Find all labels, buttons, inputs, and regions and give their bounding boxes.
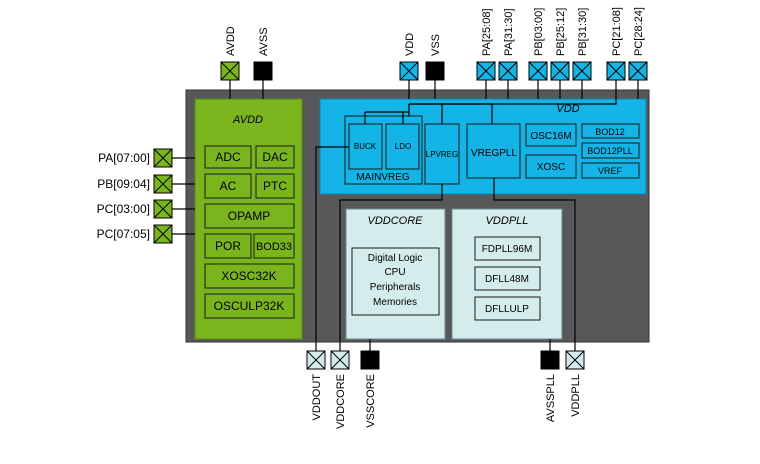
adc-label: ADC bbox=[215, 150, 241, 164]
dac-block bbox=[255, 145, 295, 169]
pb-09-04-pin bbox=[153, 174, 173, 194]
vss-pin-label: VSS bbox=[430, 34, 442, 56]
vregpll-block bbox=[466, 123, 521, 179]
osculp32k-label: OSCULP32K bbox=[214, 299, 285, 313]
pb-09-04-pin-label: PB[09:04] bbox=[97, 177, 150, 191]
pb-03-00-pin-label: PB[03:00] bbox=[533, 8, 545, 56]
lpvreg-block bbox=[424, 123, 460, 185]
xosc-label: XOSC bbox=[537, 162, 565, 173]
vdd-pin bbox=[399, 61, 419, 81]
vddcore-pin-label: VDDCORE bbox=[335, 374, 347, 429]
xosc32k-block bbox=[204, 263, 295, 289]
ldo-block bbox=[385, 123, 420, 170]
vddout-pin bbox=[306, 350, 326, 370]
fdpll96m-label: FDPLL96M bbox=[482, 244, 533, 255]
pc-03-00-pin bbox=[153, 199, 173, 219]
core-line-cpu: CPU bbox=[384, 267, 405, 278]
pc-07-05-pin bbox=[153, 224, 173, 244]
vddpll-pin bbox=[565, 350, 585, 370]
core-line-peripherals: Peripherals bbox=[370, 282, 421, 293]
osc16m-block bbox=[525, 123, 577, 147]
dfllulp-label: DFLLULP bbox=[485, 304, 529, 315]
vddpll-domain-title: VDDPLL bbox=[486, 215, 529, 227]
pb-25-12-pin-label: PB[25:12] bbox=[555, 8, 567, 56]
vdd-domain-title: VDD bbox=[556, 103, 579, 115]
avdd-pin-label: AVDD bbox=[225, 26, 237, 56]
ac-label: AC bbox=[220, 179, 237, 193]
core-line-memories: Memories bbox=[373, 297, 417, 308]
avss-pin-label: AVSS bbox=[258, 27, 270, 56]
osc16m-label: OSC16M bbox=[530, 131, 571, 142]
opamp-label: OPAMP bbox=[228, 209, 270, 223]
ptc-block bbox=[255, 173, 295, 199]
wiring bbox=[172, 80, 639, 351]
pa-25-08-pin-label: PA[25:08] bbox=[481, 9, 493, 57]
avdd-blocks bbox=[204, 145, 295, 319]
avsspll-pin-label: AVSSPLL bbox=[545, 374, 557, 422]
vddcore-domain-title: VDDCORE bbox=[367, 215, 423, 227]
buck-label: BUCK bbox=[354, 142, 377, 151]
buck-block bbox=[348, 123, 383, 170]
osculp32k-block bbox=[204, 293, 295, 319]
vss-pin bbox=[425, 61, 445, 81]
pb-03-00-pin bbox=[528, 61, 548, 81]
pc-07-05-pin-label: PC[07:05] bbox=[97, 227, 150, 241]
xosc-block bbox=[525, 154, 577, 179]
pc-28-24-pin bbox=[628, 61, 648, 81]
core-logic-block bbox=[351, 247, 440, 316]
adc-block bbox=[204, 145, 252, 169]
vref-label: VREF bbox=[598, 166, 623, 176]
pc-21-08-pin-label: PC[21:08] bbox=[611, 7, 623, 56]
pb-31-30-pin-label: PB[31:30] bbox=[577, 8, 589, 56]
dfllulp-block bbox=[474, 296, 541, 321]
vdd-pin-label: VDD bbox=[404, 33, 416, 56]
pc-03-00-pin-label: PC[03:00] bbox=[97, 202, 150, 216]
dac-label: DAC bbox=[262, 150, 288, 164]
pa-31-30-pin bbox=[498, 61, 518, 81]
opamp-block bbox=[204, 203, 295, 229]
ldo-label: LDO bbox=[395, 142, 411, 151]
pa-25-08-pin bbox=[476, 61, 496, 81]
bod12pll-block bbox=[581, 142, 640, 159]
xosc32k-label: XOSC32K bbox=[221, 269, 276, 283]
ptc-label: PTC bbox=[263, 179, 287, 193]
lpvreg-label: LPVREG bbox=[426, 150, 458, 159]
vsscore-pin bbox=[360, 350, 380, 370]
avdd-domain-title: AVDD bbox=[232, 114, 263, 126]
vregpll-label: VREGPLL bbox=[471, 148, 518, 159]
pa-07-00-pin-label: PA[07:00] bbox=[98, 151, 150, 165]
dfll48m-label: DFLL48M bbox=[485, 274, 529, 285]
bod12pll-label: BOD12PLL bbox=[587, 146, 633, 156]
core-line-digital-logic: Digital Logic bbox=[368, 253, 422, 264]
pc-21-08-pin bbox=[606, 61, 626, 81]
avsspll-pin bbox=[540, 350, 560, 370]
bod33-block bbox=[253, 233, 295, 259]
vsscore-pin-label: VSSCORE bbox=[365, 374, 377, 428]
avdd-pin bbox=[220, 61, 240, 81]
fdpll96m-block bbox=[474, 236, 541, 261]
vref-block bbox=[581, 162, 640, 179]
por-block bbox=[204, 233, 252, 259]
avss-pin bbox=[253, 61, 273, 81]
por-label: POR bbox=[215, 239, 241, 253]
mainvreg-label: MAINVREG bbox=[356, 172, 410, 183]
vddpll-pin-label: VDDPLL bbox=[570, 374, 582, 417]
pa-31-30-pin-label: PA[31:30] bbox=[503, 9, 515, 57]
pa-07-00-pin bbox=[153, 148, 173, 168]
pb-31-30-pin bbox=[572, 61, 592, 81]
dfll48m-block bbox=[474, 266, 541, 291]
bod12-label: BOD12 bbox=[595, 127, 625, 137]
bod33-label: BOD33 bbox=[256, 241, 292, 253]
pb-25-12-pin bbox=[550, 61, 570, 81]
bod12-block bbox=[581, 123, 640, 139]
vddout-pin-label: VDDOUT bbox=[311, 374, 323, 421]
vddcore-pin bbox=[330, 350, 350, 370]
pc-28-24-pin-label: PC[28:24] bbox=[633, 7, 645, 56]
ac-block bbox=[204, 173, 252, 199]
